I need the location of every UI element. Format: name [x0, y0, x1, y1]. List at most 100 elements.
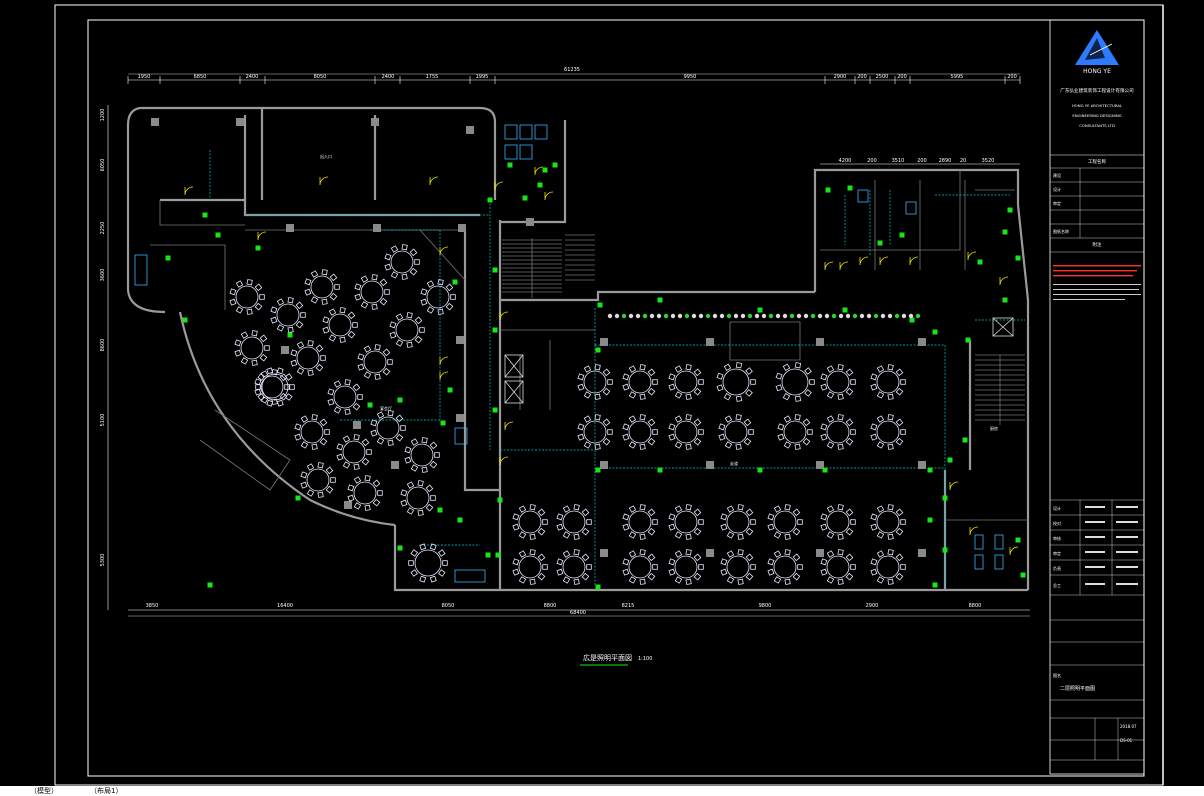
planter	[607, 313, 613, 319]
planter	[754, 313, 760, 319]
light-fixture	[1002, 297, 1008, 303]
light-fixture	[842, 307, 848, 313]
light-fixture	[962, 437, 968, 443]
round-table	[668, 504, 704, 540]
light-fixture	[447, 387, 453, 393]
round-table	[389, 312, 425, 348]
light-fixture	[552, 162, 558, 168]
round-table	[622, 414, 658, 450]
light-fixture	[657, 467, 663, 473]
door-swing	[504, 421, 514, 431]
dim-bottom-2: 8050	[442, 603, 455, 609]
planter	[614, 313, 620, 319]
round-table	[820, 504, 856, 540]
structural-column	[918, 549, 926, 557]
light-fixture	[367, 402, 373, 408]
company-name-en-3: CONSULTANTS LTD	[1079, 123, 1115, 128]
drawing-title: 広是照明平面図	[583, 653, 632, 662]
structural-column	[456, 336, 464, 344]
door-swing	[429, 176, 439, 186]
light-fixture	[899, 232, 905, 238]
door-swing	[909, 256, 919, 266]
planter	[677, 313, 683, 319]
structural-column	[371, 118, 379, 126]
tab-model[interactable]: （模型）	[30, 787, 58, 795]
light-fixture	[492, 407, 498, 413]
planter	[817, 313, 823, 319]
door-swing	[439, 371, 449, 381]
round-table	[767, 549, 803, 585]
planter	[733, 313, 739, 319]
planter	[761, 313, 767, 319]
company-name-cn: 广东弘业建筑装饰工程设计有限公司	[1060, 87, 1134, 94]
sign-row-1: 设计	[1053, 505, 1061, 511]
light-fixture	[295, 495, 301, 501]
structural-column	[458, 224, 466, 232]
dim-top-8: 9950	[684, 74, 697, 80]
structural-column	[151, 118, 159, 126]
dim-bottom-total: 68400	[570, 610, 586, 616]
light-fixture	[485, 552, 491, 558]
door-swing	[184, 186, 194, 196]
planter	[873, 313, 879, 319]
light-fixture	[757, 307, 763, 313]
layout-tab-strip: （模型） （布局1）	[0, 786, 1204, 796]
dim-top-6: 1995	[476, 74, 489, 80]
light-fixture	[165, 255, 171, 261]
structural-column	[344, 501, 352, 509]
round-table	[716, 362, 756, 402]
dim-left-6: 5300	[100, 554, 106, 567]
structural-column	[373, 224, 381, 232]
tb-row-1: 建设	[1053, 172, 1061, 178]
light-fixture	[207, 582, 213, 588]
dim-top-5: 1755	[426, 74, 439, 80]
dim-left-3: 3600	[100, 269, 106, 282]
logo-text: HONG YE	[1083, 68, 1111, 75]
planter	[726, 313, 732, 319]
planter	[642, 313, 648, 319]
planter	[628, 313, 634, 319]
round-table	[400, 480, 436, 516]
planter	[852, 313, 858, 319]
project-section-header: 工程名称	[1088, 158, 1106, 165]
planter	[698, 313, 704, 319]
dim-bottom-1: 16400	[277, 603, 293, 609]
round-table	[300, 462, 336, 498]
door-swing	[824, 261, 834, 271]
round-table	[347, 475, 383, 511]
round-table	[820, 414, 856, 450]
door-swing	[839, 261, 849, 271]
planter	[796, 313, 802, 319]
light-fixture	[437, 507, 443, 513]
light-fixture	[182, 317, 188, 323]
round-table	[718, 414, 754, 450]
planter	[803, 313, 809, 319]
planter	[705, 313, 711, 319]
round-table	[512, 549, 548, 585]
sign-row-5: 负责	[1053, 565, 1061, 571]
room-label-corridor: 走道	[730, 460, 738, 466]
round-table	[577, 364, 613, 400]
door-swing	[969, 526, 979, 536]
planter	[810, 313, 816, 319]
light-fixture	[909, 317, 915, 323]
planter	[719, 313, 725, 319]
dim-left-2: 2250	[100, 222, 106, 235]
dim-top-11: 2500	[876, 74, 889, 80]
round-table	[777, 414, 813, 450]
light-fixture	[822, 467, 828, 473]
round-table	[720, 549, 756, 585]
dim-top-0: 1950	[138, 74, 151, 80]
light-fixture	[757, 467, 763, 473]
planter	[747, 313, 753, 319]
structural-column	[816, 461, 824, 469]
tab-layout-1[interactable]: （布局1）	[90, 787, 123, 795]
sheet-number: DS-01	[1120, 738, 1133, 743]
dim-right-block-5: 20	[960, 158, 966, 164]
planter	[908, 313, 914, 319]
dim-top-10: 200	[857, 74, 867, 80]
door-swing	[439, 356, 449, 366]
round-table	[408, 543, 448, 583]
dim-top-4: 2400	[382, 74, 395, 80]
